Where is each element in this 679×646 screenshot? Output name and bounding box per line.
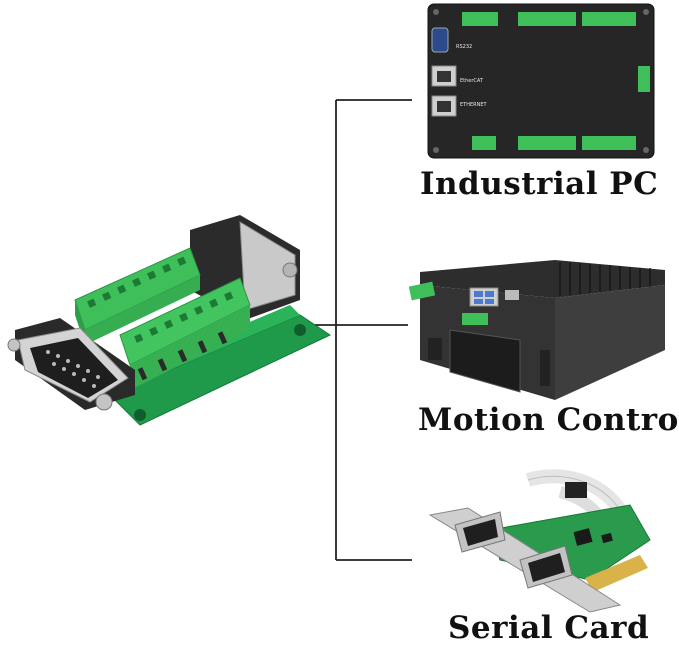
caption-serial-card: Serial Card [448,610,650,646]
terminal-block-top [74,247,201,345]
serial-db9-ports [454,511,573,589]
motion-control-device [408,260,665,400]
serial-card-device [428,469,651,613]
ethercat-label: EtherCAT [460,78,484,84]
industrial-pc-device: RS232 EtherCAT ETHERNET [427,3,655,159]
rs232-label: RS232 [456,44,472,50]
caption-industrial-pc: Industrial PC [420,166,659,202]
db25-breakout-board [7,215,332,426]
connection-lines [300,99,412,561]
terminal-block-bottom [119,277,251,390]
front-db25-connector [7,318,135,411]
caption-motion-control: Motion Control [418,402,679,438]
ethernet-label: ETHERNET [460,102,488,108]
